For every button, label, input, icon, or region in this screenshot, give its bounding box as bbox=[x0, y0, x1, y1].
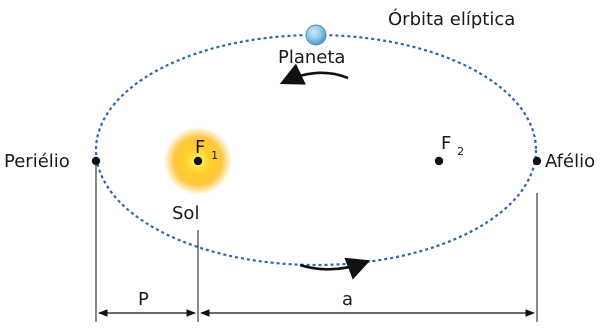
orbit-label: Órbita elíptica bbox=[388, 8, 515, 30]
focus-1-letter: F bbox=[195, 137, 205, 158]
sun-label: Sol bbox=[172, 203, 199, 224]
focus-1-subscript: 1 bbox=[211, 149, 218, 162]
focus-2-letter: F bbox=[441, 133, 451, 154]
focus-2-label: F 2 bbox=[441, 133, 464, 158]
perihelion-point bbox=[91, 156, 101, 166]
aphelion-point bbox=[532, 156, 542, 166]
elliptical-orbit bbox=[94, 33, 538, 267]
focus-1-point bbox=[193, 156, 203, 166]
dimension-a-label: a bbox=[342, 289, 353, 310]
focus-2-subscript: 2 bbox=[457, 145, 464, 158]
focus-1-label: F 1 bbox=[195, 137, 218, 162]
focus-2-point bbox=[434, 156, 444, 166]
aphelion-label: Afélio bbox=[545, 151, 595, 172]
dimension-p-label: P bbox=[138, 289, 149, 310]
planet-icon bbox=[305, 24, 327, 46]
motion-arrow-bottom bbox=[299, 257, 371, 280]
motion-arrow-top bbox=[279, 63, 349, 85]
perihelion-label: Periélio bbox=[4, 151, 70, 172]
planet-label: Planeta bbox=[278, 47, 345, 68]
